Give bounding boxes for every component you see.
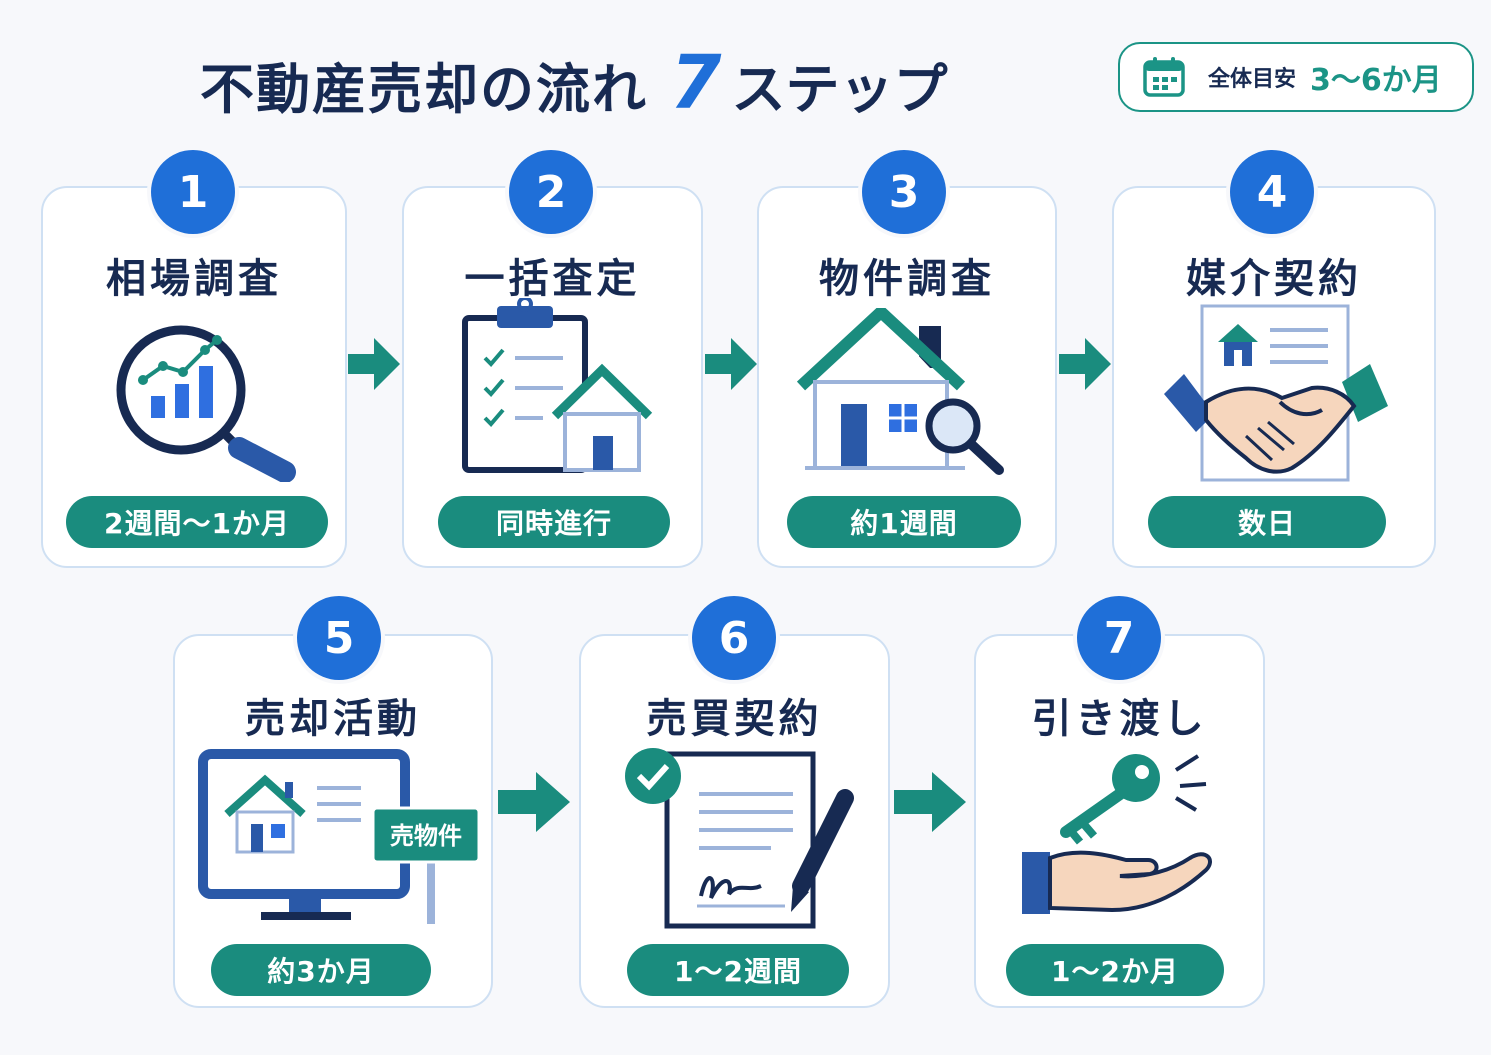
step-card-3: 物件調査 約1週間 [757,186,1057,568]
overall-duration-label: 全体目安 [1208,67,1297,92]
step-number-badge: 7 [1077,596,1161,680]
step-title: 一括査定 [464,256,641,302]
duration-pill: 1～2週間 [627,944,849,996]
step-card-1: 相場調査 2週間～1か月 [41,186,347,568]
step-title: 物件調査 [819,256,995,302]
appraisal-checklist-icon [462,298,653,473]
step-title: 相場調査 [106,256,282,302]
calendar-icon [1143,57,1185,97]
online-listing-icon: 売物件 [198,749,481,924]
step-title: 売却活動 [245,696,421,742]
duration-pill: 数日 [1148,496,1386,548]
step-number-badge: 2 [509,150,593,234]
arrow-right-icon [348,338,400,390]
step-title: 売買契約 [646,696,823,742]
duration-pill: 同時進行 [438,496,670,548]
step-card-4: 媒介契約 数日 [1112,186,1436,568]
step-number-badge: 5 [297,596,381,680]
title-number: 7 [670,40,722,126]
arrow-right-icon [705,338,757,390]
title-suffix: ステップ [731,58,948,121]
overall-duration-value: 3～6か月 [1310,63,1442,98]
arrow-right-icon [498,772,570,832]
step-number-badge: 4 [1230,150,1314,234]
handshake-contract-icon [1164,304,1388,482]
duration-pill: 約3か月 [211,944,431,996]
step-card-7: 引き渡し 1～2か月 [974,634,1265,1008]
step-card-5: 売却活動 売物件 約3か月 [173,634,493,1008]
signed-contract-icon [625,748,854,929]
step-number-badge: 1 [151,150,235,234]
page-title: 不動産売却の流れ 7 ステップ [200,40,948,126]
title-main: 不動産売却の流れ [200,58,648,121]
step-card-2: 一括査定 同時進行 [402,186,703,568]
for-sale-sign-label: 売物件 [390,822,462,850]
step-number-badge: 3 [862,150,946,234]
overall-duration-box: 全体目安 3～6か月 [1118,42,1474,112]
duration-pill: 2週間～1か月 [66,496,328,548]
arrow-right-icon [894,772,966,832]
duration-pill: 約1週間 [787,496,1021,548]
step-card-6: 売買契約 1～2週間 [579,634,890,1008]
key-handover-icon [1022,754,1212,914]
step-number-badge: 6 [692,596,776,680]
property-inspection-icon [796,308,1004,475]
step-title: 媒介契約 [1186,256,1362,302]
arrow-right-icon [1059,338,1111,390]
step-title: 引き渡し [1031,696,1208,742]
duration-pill: 1～2か月 [1006,944,1224,996]
market-research-icon [116,325,296,482]
